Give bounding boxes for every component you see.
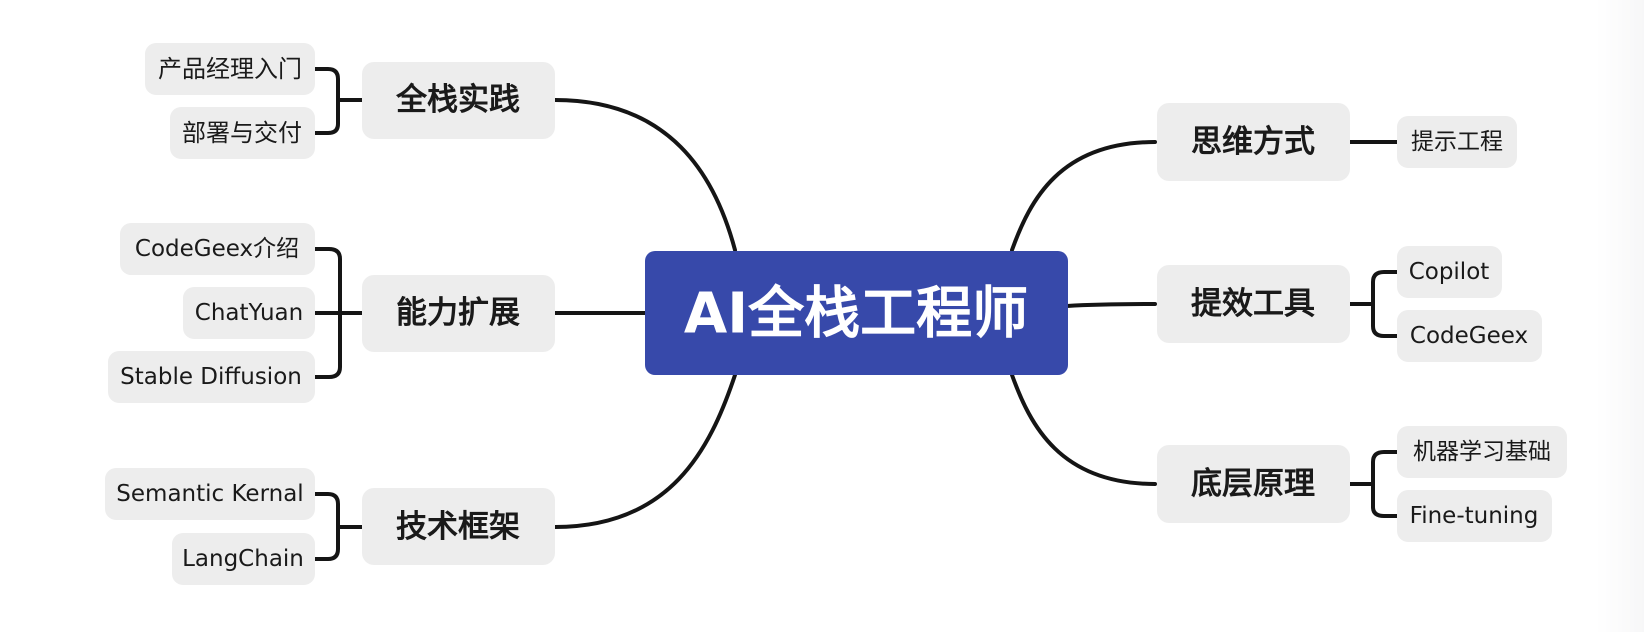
root-to-branch-3-line xyxy=(1010,140,1157,252)
leaf-node-3-0[interactable]: 提示工程 xyxy=(1397,116,1517,168)
leaf-node-label: Fine-tuning xyxy=(1410,503,1539,529)
leaf-node-box xyxy=(172,533,315,585)
branch-node-label: 技术框架 xyxy=(396,509,520,545)
branch-node-label: 底层原理 xyxy=(1191,466,1315,502)
leaf-node-0-1[interactable]: 部署与交付 xyxy=(170,107,315,159)
bracket-branch-2 xyxy=(313,492,364,561)
branch-node-label: 思维方式 xyxy=(1191,124,1315,160)
branch-node-label: 能力扩展 xyxy=(396,295,520,331)
bracket-branch-4 xyxy=(1348,270,1399,338)
root-node-label: AI全栈工程师 xyxy=(684,282,1028,347)
bracket-branch-0 xyxy=(313,67,364,135)
leaf-node-label: 机器学习基础 xyxy=(1413,439,1551,465)
branch-node-box xyxy=(362,62,555,139)
leaf-node-box xyxy=(105,468,315,520)
root-node[interactable]: AI全栈工程师 xyxy=(645,251,1068,375)
branch-node-3[interactable]: 思维方式 xyxy=(1157,103,1350,181)
leaf-node-box xyxy=(120,223,315,275)
root-to-branch-0-line xyxy=(553,98,737,252)
leaf-node-box xyxy=(170,107,315,159)
leaf-node-label: ChatYuan xyxy=(195,300,303,326)
leaf-node-label: LangChain xyxy=(182,546,304,572)
branch-node-box xyxy=(362,488,555,565)
leaf-node-label: 部署与交付 xyxy=(182,119,302,147)
branch-node-4[interactable]: 提效工具 xyxy=(1157,265,1350,343)
leaf-node-5-1[interactable]: Fine-tuning xyxy=(1397,490,1552,542)
leaf-node-box xyxy=(108,351,315,403)
leaf-node-box xyxy=(1397,490,1552,542)
leaf-node-label: Semantic Kernal xyxy=(116,481,303,507)
leaf-node-label: Stable Diffusion xyxy=(120,364,302,390)
leaf-node-label: CodeGeex xyxy=(1410,323,1528,349)
leaf-node-2-0[interactable]: Semantic Kernal xyxy=(105,468,315,520)
root-to-branch-2-line xyxy=(553,373,737,529)
branch-node-label: 提效工具 xyxy=(1191,286,1315,322)
bracket-branch-5 xyxy=(1348,450,1399,518)
leaf-node-4-0[interactable]: Copilot xyxy=(1397,246,1502,298)
leaf-node-5-0[interactable]: 机器学习基础 xyxy=(1397,426,1567,478)
leaf-node-box xyxy=(183,287,315,339)
branch-node-0[interactable]: 全栈实践 xyxy=(362,62,555,139)
bracket-branch-1 xyxy=(313,247,364,379)
leaf-node-label: 提示工程 xyxy=(1411,129,1503,155)
root-node-box xyxy=(645,251,1068,375)
leaf-node-label: CodeGeex介绍 xyxy=(135,236,299,262)
leaf-node-label: Copilot xyxy=(1409,259,1490,285)
branch-node-2[interactable]: 技术框架 xyxy=(362,488,555,565)
leaf-node-box xyxy=(1397,116,1517,168)
leaf-node-label: 产品经理入门 xyxy=(158,55,302,83)
connector-lines xyxy=(313,67,1399,561)
leaf-node-4-1[interactable]: CodeGeex xyxy=(1397,310,1542,362)
branch-node-box xyxy=(1157,445,1350,523)
branch-node-5[interactable]: 底层原理 xyxy=(1157,445,1350,523)
branch-node-1[interactable]: 能力扩展 xyxy=(362,275,555,352)
branch-node-box xyxy=(1157,103,1350,181)
root-to-branch-4-line xyxy=(1065,302,1157,308)
root-to-branch-5-line xyxy=(1010,373,1157,486)
branch-node-label: 全栈实践 xyxy=(395,82,520,118)
leaf-node-1-0[interactable]: CodeGeex介绍 xyxy=(120,223,315,275)
leaf-node-2-1[interactable]: LangChain xyxy=(172,533,315,585)
leaf-node-box xyxy=(145,43,315,95)
leaf-node-1-1[interactable]: ChatYuan xyxy=(183,287,315,339)
leaf-node-0-0[interactable]: 产品经理入门 xyxy=(145,43,315,95)
branch-node-box xyxy=(1157,265,1350,343)
leaf-node-box xyxy=(1397,246,1502,298)
leaf-node-1-2[interactable]: Stable Diffusion xyxy=(108,351,315,403)
page-edge-shade xyxy=(1596,0,1644,632)
branch-node-box xyxy=(362,275,555,352)
leaf-node-box xyxy=(1397,426,1567,478)
leaf-node-box xyxy=(1397,310,1542,362)
